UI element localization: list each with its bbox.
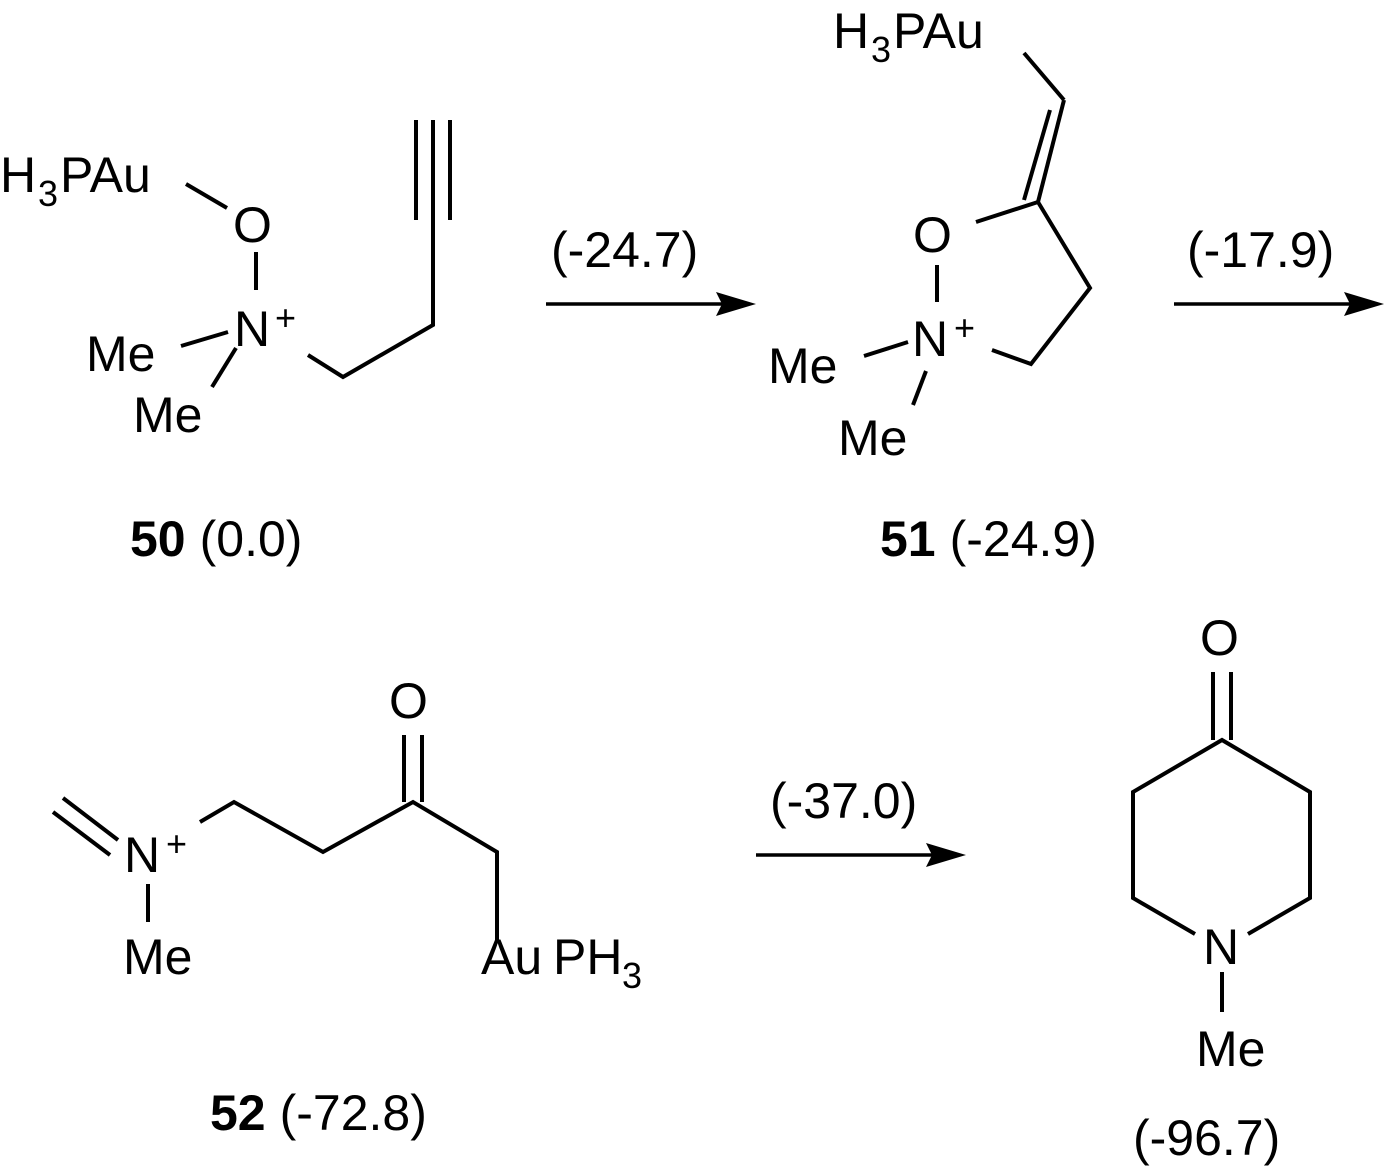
reaction-arrow-3: (-37.0)	[756, 773, 966, 867]
bond	[1022, 51, 1066, 102]
compound-energy: (-72.8)	[280, 1085, 427, 1141]
reaction-arrow-1: (-24.7)	[546, 222, 756, 316]
product-energy: (-96.7)	[1133, 1110, 1280, 1166]
compound-50-structure: H 3 PAu O N + Me Me	[0, 120, 452, 443]
compound-energy: (-24.9)	[950, 511, 1097, 567]
au-ligand-pau: PAu	[893, 3, 984, 59]
compound-number: 52	[210, 1085, 266, 1141]
au-ligand-h: H	[0, 147, 36, 203]
arrow-head	[716, 292, 756, 316]
bond-chain	[306, 220, 435, 380]
au-ligand-subscript: 3	[871, 29, 891, 70]
ring-bonds	[1131, 737, 1312, 936]
compound-number: 50	[130, 511, 186, 567]
chain-bonds	[198, 799, 499, 940]
arrow-energy-label: (-17.9)	[1187, 222, 1334, 278]
phosphine-subscript: 3	[622, 955, 642, 996]
phosphine-label: PH	[553, 929, 622, 985]
compound-51-structure: H 3 PAu O N + Me Me	[768, 3, 1093, 466]
au-ligand-h: H	[833, 3, 869, 59]
arrow-head	[926, 843, 966, 867]
bond	[863, 340, 909, 358]
methyl-label: Me	[133, 387, 202, 443]
nitrogen-atom: N	[912, 311, 948, 367]
arrow-energy-label: (-24.7)	[551, 222, 698, 278]
compound-50-caption: 50 (0.0)	[130, 511, 302, 567]
compound-51-caption: 51 (-24.9)	[880, 511, 1097, 567]
iminium-double-bond	[61, 796, 120, 842]
bond	[1036, 99, 1066, 203]
au-ligand-pau: PAu	[60, 147, 151, 203]
compound-energy: (0.0)	[200, 511, 303, 567]
bond	[911, 370, 928, 406]
ring-bonds	[991, 200, 1093, 367]
gold-label: Au	[481, 929, 542, 985]
double-bond-inner	[1022, 109, 1052, 201]
nitrogen-atom: N	[1203, 919, 1239, 975]
nitrogen-charge: +	[275, 297, 296, 338]
product-structure: O N Me	[1131, 610, 1312, 1077]
compound-52-structure: O N + Me Au PH 3	[51, 673, 642, 996]
compound-52-caption: 52 (-72.8)	[210, 1085, 427, 1141]
bond	[210, 346, 238, 389]
methyl-label: Me	[838, 410, 907, 466]
oxygen-atom: O	[913, 207, 952, 263]
reaction-arrow-2: (-17.9)	[1174, 222, 1384, 316]
au-ligand-subscript: 3	[38, 173, 58, 214]
bond	[975, 200, 1039, 224]
iminium-double-bond	[51, 810, 112, 857]
nitrogen-charge: +	[166, 823, 187, 864]
methyl-label: Me	[1196, 1021, 1265, 1077]
nitrogen-charge: +	[954, 307, 975, 348]
bond	[180, 330, 229, 348]
oxygen-atom: O	[233, 197, 272, 253]
methyl-label: Me	[123, 929, 192, 985]
compound-number: 51	[880, 511, 936, 567]
arrow-energy-label: (-37.0)	[770, 773, 917, 829]
methyl-label: Me	[768, 338, 837, 394]
oxygen-atom: O	[389, 673, 428, 729]
bond	[184, 182, 229, 210]
arrow-head	[1344, 292, 1384, 316]
oxygen-atom: O	[1200, 610, 1239, 666]
nitrogen-atom: N	[234, 301, 270, 357]
methyl-label: Me	[86, 326, 155, 382]
nitrogen-atom: N	[124, 827, 160, 883]
